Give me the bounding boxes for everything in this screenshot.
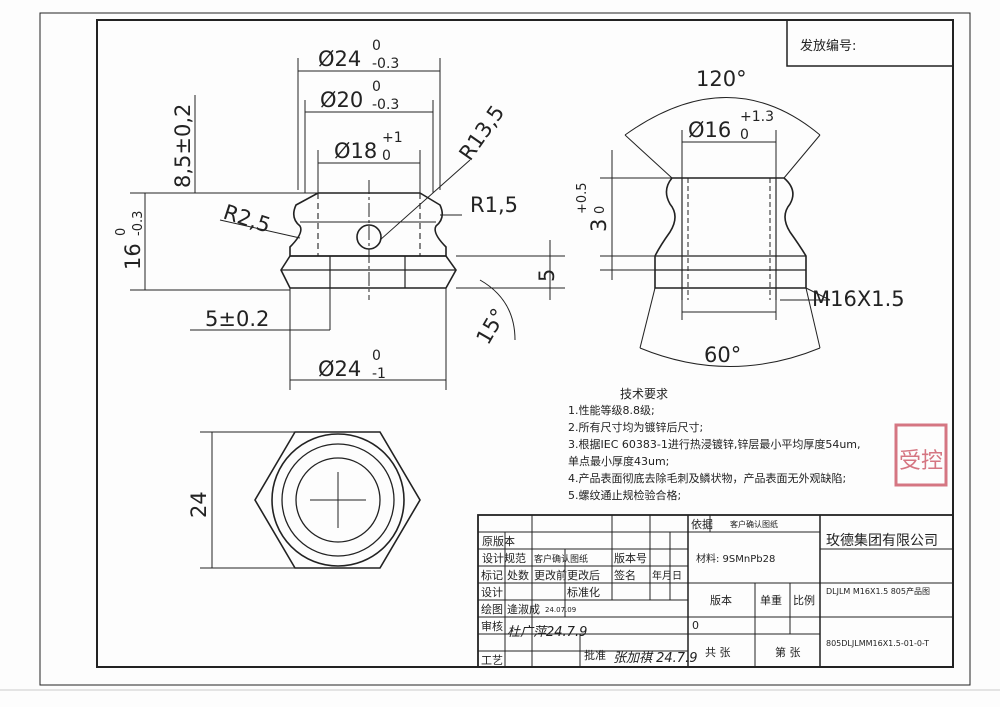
svg-text:设计: 设计 (481, 586, 503, 599)
tech-item: 5.螺纹通止规检验合格; (568, 488, 681, 502)
svg-text:0: 0 (593, 206, 608, 214)
tech-title: 技术要求 (620, 387, 668, 401)
company-name: 玫德集团有限公司 (826, 532, 938, 549)
tech-item: 1.性能等级8.8级; (568, 403, 655, 417)
svg-text:标准化: 标准化 (567, 585, 600, 599)
tech-item: 4.产品表面彻底去除毛刺及鳞状物，产品表面无外观缺陷; (568, 471, 846, 485)
svg-text:-1: -1 (372, 366, 386, 382)
dia-bottom-value: Ø24 (318, 357, 361, 381)
svg-text:设计规范: 设计规范 (482, 551, 526, 565)
thread-value: M16X1.5 (812, 287, 905, 311)
hex-outline (254, 431, 421, 569)
svg-text:-0.3: -0.3 (372, 56, 399, 72)
svg-text:共 张: 共 张 (705, 646, 731, 659)
radius-small-value: R1,5 (470, 193, 518, 217)
front-view (280, 180, 457, 300)
svg-text:年月日: 年月日 (652, 569, 682, 582)
section-dia-value: Ø16 (688, 118, 731, 142)
review-signature: 杜广萍24.7.9 (507, 625, 587, 640)
svg-text:更改后: 更改后 (567, 568, 600, 582)
svg-text:客户确认图纸: 客户确认图纸 (534, 553, 588, 565)
svg-text:逄淑成: 逄淑成 (507, 602, 540, 616)
svg-text:材料: 9SMnPb28: 材料: 9SMnPb28 (696, 552, 775, 565)
svg-text:更改前: 更改前 (534, 568, 567, 582)
svg-text:签名: 签名 (614, 568, 636, 582)
title-block: 原版本 设计规范 客户确认图纸 版本号 标记 处数 更改前 更改后 签名 年月日… (477, 514, 954, 668)
svg-text:标记: 标记 (481, 568, 503, 582)
svg-text:比例: 比例 (793, 593, 815, 607)
svg-text:版本: 版本 (710, 593, 732, 607)
svg-text:-0.3: -0.3 (131, 211, 146, 236)
svg-text:第 张: 第 张 (775, 645, 801, 659)
svg-text:0: 0 (692, 619, 699, 632)
height-total-value: 16 (121, 243, 145, 270)
front-dimensions (130, 58, 565, 390)
approve-signature: 张加祺 24.7.9 (613, 651, 697, 666)
depth-value: 3 (587, 219, 611, 232)
controlled-stamp: 受控 (894, 423, 948, 487)
svg-text:单重: 单重 (760, 593, 782, 607)
outer-border (39, 12, 971, 686)
issue-number-label: 发放编号: (800, 38, 856, 54)
section-dim-texts: 120° Ø16 +1.3 0 3 +0.5 0 M16X1.5 60° (575, 67, 905, 367)
svg-text:批准: 批准 (584, 648, 606, 662)
tech-requirements: 技术要求 1.性能等级8.8级; 2.所有尺寸均为镀锌后尺寸; 3.根据IEC … (568, 387, 861, 502)
svg-text:+1: +1 (382, 130, 403, 146)
svg-text:依据: 依据 (691, 517, 713, 531)
product-name: DLJLM M16X1.5 805产品图 (826, 586, 930, 596)
svg-text:版本号: 版本号 (614, 551, 647, 565)
svg-text:原版本: 原版本 (482, 534, 515, 548)
svg-text:+0.5: +0.5 (575, 182, 590, 214)
bottom-dimensions (200, 431, 295, 569)
dia-mid-value: Ø20 (320, 88, 363, 112)
svg-text:0: 0 (114, 228, 129, 236)
tech-item: 2.所有尺寸均为镀锌后尺寸; (568, 420, 703, 434)
dia-top-value: Ø24 (318, 47, 361, 71)
svg-text:0: 0 (372, 348, 381, 364)
bottom-view (254, 431, 421, 569)
svg-text:工艺: 工艺 (481, 654, 503, 667)
angle-top-value: 120° (696, 67, 747, 91)
cross-hole (356, 224, 382, 250)
hex-chamfer-circle (271, 433, 405, 567)
tech-item: 单点最小厚度43um; (568, 454, 669, 468)
tech-item: 3.根据IEC 60383-1进行热浸镀锌,锌层最小平均厚度54um, (568, 437, 861, 451)
svg-text:受控: 受控 (899, 449, 943, 474)
svg-text:绘图: 绘图 (481, 602, 503, 616)
section-dimensions (600, 97, 831, 367)
svg-text:客户确认图纸: 客户确认图纸 (730, 519, 778, 529)
bottom-width-value: 24 (187, 491, 211, 518)
height-top-value: 8,5±0,2 (171, 104, 195, 188)
svg-text:0: 0 (372, 38, 381, 54)
hex-height-value: 5±0.2 (205, 307, 269, 331)
svg-text:处数: 处数 (507, 569, 529, 582)
svg-text:24.07.09: 24.07.09 (545, 606, 576, 614)
right-dim-value: 5 (535, 269, 559, 282)
svg-text:审核: 审核 (481, 619, 503, 633)
svg-text:+1.3: +1.3 (740, 109, 774, 125)
issue-number-box: 发放编号: (786, 19, 954, 67)
svg-text:0: 0 (372, 79, 381, 95)
svg-text:-0.3: -0.3 (372, 97, 399, 113)
dia-inner-value: Ø18 (334, 139, 377, 163)
svg-text:0: 0 (382, 148, 391, 164)
angle-bottom-value: 60° (704, 343, 741, 367)
drawing-number: 805DLJLMM16X1.5-01-0-T (826, 639, 929, 648)
svg-text:0: 0 (740, 127, 749, 143)
